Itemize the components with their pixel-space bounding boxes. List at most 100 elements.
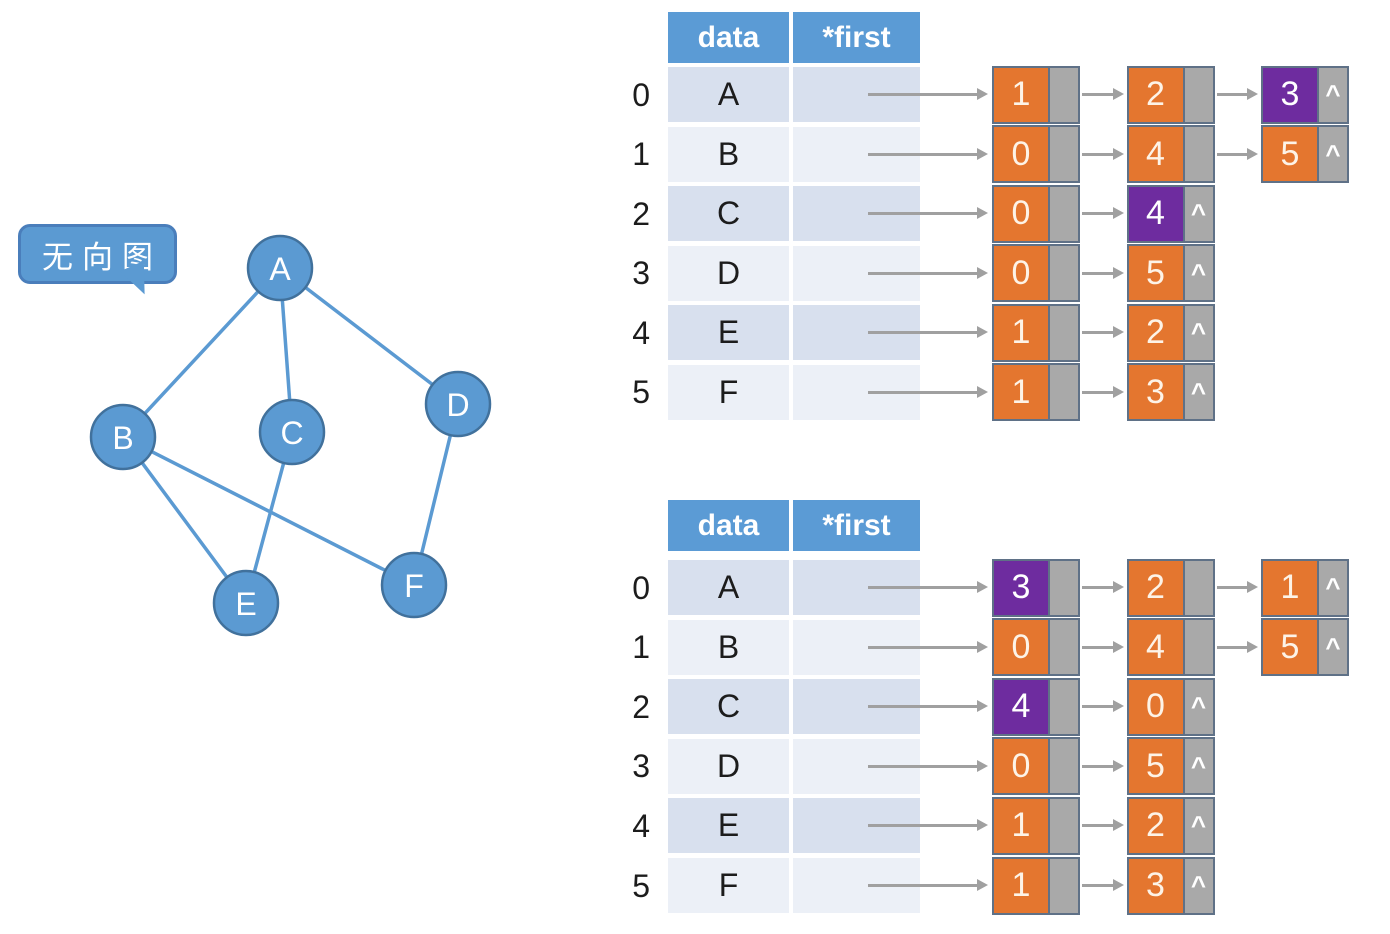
list-node: 5^ <box>1261 125 1349 183</box>
node-value-cell: 2 <box>1128 560 1185 615</box>
graph-edge-D-F <box>412 402 460 587</box>
node-value-cell: 1 <box>994 67 1050 122</box>
list-node: 2^ <box>1126 796 1215 855</box>
vertex-cell: C <box>668 679 789 735</box>
node-pointer-cell <box>1050 620 1078 675</box>
first-pointer-cell <box>793 245 920 301</box>
vertex-cell: A <box>668 560 789 615</box>
row-index-label: 3 <box>632 255 650 291</box>
vertex-cell: A <box>668 67 789 122</box>
row-index-label: 1 <box>632 629 650 666</box>
row-index-label: 2 <box>632 195 650 232</box>
graph-edge-A-D <box>278 266 460 406</box>
null-pointer-symbol: ^ <box>1190 257 1207 288</box>
vertex-cell: E <box>668 798 789 854</box>
graph-edge-B-E <box>121 435 248 605</box>
first-pointer-cell <box>793 67 920 122</box>
vertex-cell: D <box>668 738 789 794</box>
node-value-cell: 4 <box>1128 186 1185 241</box>
vertex-cell: B <box>668 619 789 675</box>
first-arrow <box>868 266 988 279</box>
first-arrow <box>868 819 988 832</box>
node-value-cell: 4 <box>1128 127 1185 181</box>
list-node: 3^ <box>1126 363 1215 421</box>
graph-node-E <box>212 569 280 637</box>
row-index-label: 4 <box>632 807 650 844</box>
row-index-label: 3 <box>632 748 650 785</box>
node-value-cell: 0 <box>994 739 1050 794</box>
column-header-data: data <box>668 500 789 551</box>
first-arrow <box>868 147 988 160</box>
vertex-cell: D <box>668 245 789 301</box>
graph-node-A <box>246 234 314 302</box>
first-pointer-cell <box>793 560 920 615</box>
node-pointer-cell <box>1050 739 1078 794</box>
node-value-cell: 5 <box>1128 739 1185 794</box>
null-pointer-symbol: ^ <box>1325 79 1341 109</box>
first-arrow <box>868 700 988 713</box>
link-arrow <box>1082 640 1123 653</box>
row-index-label: 5 <box>632 867 650 904</box>
list-node: 2^ <box>1126 303 1215 362</box>
node-value-cell: 0 <box>994 246 1050 300</box>
link-arrow <box>1082 385 1123 398</box>
link-arrow <box>1082 879 1123 891</box>
list-node: 4^ <box>1126 184 1215 243</box>
node-pointer-cell <box>1184 67 1213 122</box>
first-pointer-cell <box>793 738 920 794</box>
node-pointer-cell: ^ <box>1184 858 1213 913</box>
null-pointer-symbol: ^ <box>1190 810 1207 841</box>
vertex-cell: B <box>668 126 789 182</box>
node-pointer-cell <box>1050 560 1078 615</box>
node-pointer-cell <box>1050 127 1078 181</box>
node-value-cell: 2 <box>1128 305 1185 360</box>
node-value-cell: 0 <box>994 186 1050 241</box>
null-pointer-symbol: ^ <box>1190 376 1207 407</box>
first-arrow <box>868 88 988 100</box>
vertex-cell: E <box>668 305 789 360</box>
node-value-cell: 3 <box>1263 67 1319 122</box>
first-pointer-cell <box>793 798 920 854</box>
first-arrow <box>868 385 988 398</box>
node-value-cell: 1 <box>994 798 1050 853</box>
list-node: 0 <box>992 618 1080 677</box>
node-pointer-cell: ^ <box>1184 679 1213 734</box>
graph-edge-B-F <box>121 435 416 587</box>
node-value-cell: 1 <box>994 365 1050 419</box>
list-node: 5^ <box>1126 737 1215 796</box>
vertex-cell: F <box>668 364 789 420</box>
graph-node-C <box>258 398 326 466</box>
node-value-cell: 4 <box>994 679 1050 734</box>
node-value-cell: 4 <box>1128 620 1185 675</box>
graph-node-label-F: F <box>404 568 424 604</box>
list-node: 3^ <box>1126 856 1215 915</box>
node-value-cell: 5 <box>1263 620 1319 675</box>
node-value-cell: 5 <box>1263 127 1319 181</box>
list-node: 0 <box>992 184 1080 243</box>
graph-node-label-C: C <box>280 415 303 451</box>
node-pointer-cell: ^ <box>1184 739 1213 794</box>
node-pointer-cell: ^ <box>1319 560 1347 615</box>
graph-node-B <box>89 403 157 471</box>
node-pointer-cell <box>1050 186 1078 241</box>
node-pointer-cell: ^ <box>1184 246 1213 300</box>
node-value-cell: 3 <box>1128 858 1185 913</box>
null-pointer-symbol: ^ <box>1190 870 1207 900</box>
link-arrow <box>1216 88 1258 100</box>
first-pointer-cell <box>793 858 920 913</box>
list-node: 0^ <box>1126 677 1215 736</box>
vertex-cell: F <box>668 858 789 913</box>
node-pointer-cell <box>1050 679 1078 734</box>
null-pointer-symbol: ^ <box>1190 691 1207 722</box>
row-index-label: 2 <box>632 688 650 725</box>
list-node: 5^ <box>1126 244 1215 302</box>
first-arrow <box>868 581 988 593</box>
graph-node-label-E: E <box>235 586 256 622</box>
list-node: 3 <box>992 558 1080 617</box>
link-arrow <box>1082 700 1123 713</box>
graph-node-D <box>424 370 492 438</box>
node-pointer-cell: ^ <box>1319 127 1347 181</box>
first-arrow <box>868 759 988 772</box>
